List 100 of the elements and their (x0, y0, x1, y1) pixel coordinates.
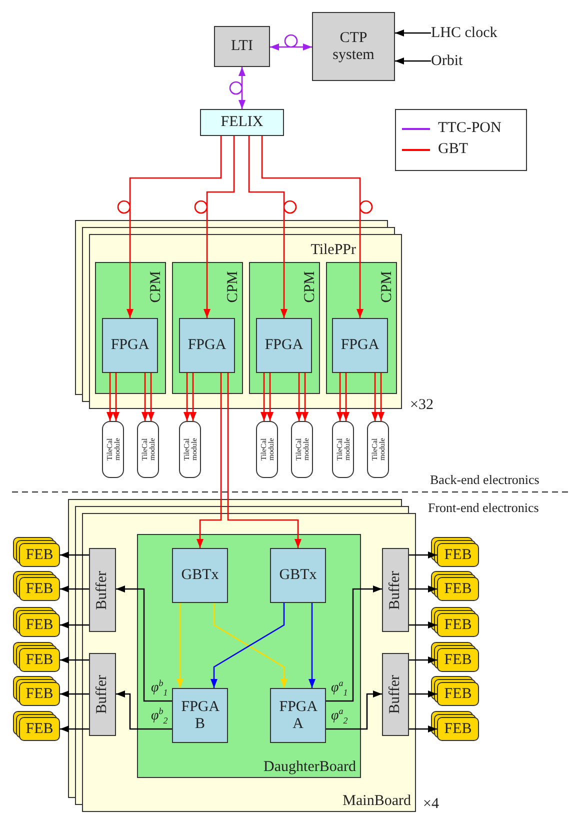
arrow (176, 603, 184, 688)
box-label: Buffer (94, 675, 111, 714)
arrow (60, 622, 89, 628)
box-label: FEB (444, 686, 472, 702)
arrow (336, 373, 344, 421)
arrow (229, 66, 246, 110)
card-box (437, 577, 479, 601)
arrow (116, 690, 172, 730)
box-label: FEB (444, 720, 472, 738)
arrow (227, 373, 302, 548)
module-pill (256, 421, 278, 478)
chip-box (270, 688, 326, 743)
input-signal-label: Orbit (431, 52, 481, 70)
arrow (60, 690, 89, 698)
chip-box (172, 548, 228, 603)
arrow (409, 656, 437, 664)
box-label: FEB (444, 580, 472, 598)
card-box (19, 717, 60, 741)
multiplicity-label: ×4 (423, 795, 439, 813)
box-label: GBTx (279, 567, 317, 584)
section-label: Front-end electronics (428, 500, 539, 516)
input-signal-label: LHC clock (431, 24, 511, 42)
arrow (302, 373, 308, 421)
arrow (409, 552, 437, 558)
legend-label: GBT (438, 141, 468, 158)
arrow (261, 135, 373, 319)
arrow (184, 373, 190, 421)
card-box (437, 717, 479, 741)
arrow (106, 373, 114, 421)
box-label: FELIX (220, 114, 264, 131)
module-pill (179, 421, 201, 478)
buffer-box (89, 548, 116, 632)
board-title: MainBoard (342, 792, 411, 809)
box-label: FPGA (188, 337, 226, 354)
card-box (437, 543, 479, 567)
arrow (117, 135, 222, 319)
box-label: FEB (444, 616, 472, 634)
card-box (437, 613, 479, 637)
arrow (342, 373, 350, 421)
module-pill (137, 421, 159, 478)
arrow (378, 373, 384, 421)
card-box (19, 682, 60, 706)
card-box (19, 648, 60, 672)
arrow (60, 726, 89, 732)
chip-box (256, 318, 312, 373)
chip-box (172, 688, 228, 743)
module-pill (332, 421, 354, 478)
chip-box (102, 318, 158, 373)
arrow (326, 690, 382, 730)
arrow (248, 135, 297, 319)
box-label: FEB (26, 580, 54, 598)
arrow (395, 30, 431, 36)
arrow (269, 34, 313, 50)
box-label: CTP system (332, 30, 374, 63)
box-label: GBTx (181, 567, 219, 584)
box-label: Buffer (94, 570, 111, 610)
arrow (296, 373, 302, 421)
arrow (266, 373, 274, 421)
multiplicity-label: ×32 (410, 396, 434, 414)
arrow (60, 586, 89, 592)
interface-box (214, 26, 270, 67)
module-panel (249, 262, 320, 394)
card-box (19, 543, 60, 567)
card-box (437, 682, 479, 706)
card-box (437, 648, 479, 672)
box-label: Buffer (387, 675, 404, 714)
box-label: FEB (26, 686, 54, 702)
module-pill (367, 421, 389, 478)
arrow (190, 373, 196, 421)
box-label: FEB (444, 652, 472, 668)
arrow (116, 586, 172, 702)
module-pill (102, 421, 124, 478)
arrow (142, 373, 148, 421)
board-title: TilePPr (310, 242, 356, 258)
arrow (148, 373, 154, 421)
box-label: Buffer (387, 570, 404, 610)
box-label: CPM (378, 271, 395, 303)
arrow (372, 373, 378, 421)
module-panel (326, 262, 397, 394)
box-label: FPGA (110, 337, 150, 354)
module-pill (291, 421, 313, 478)
board-panel (89, 234, 402, 409)
box-label: CPM (224, 271, 241, 303)
box-label: FPGA B (181, 699, 219, 732)
card-box (19, 613, 60, 637)
box-label: FEB (26, 616, 54, 634)
arrow (409, 726, 437, 732)
board-title: DaughterBoard (264, 758, 356, 775)
board-panel (137, 534, 361, 778)
box-label: FPGA A (279, 699, 317, 732)
buffer-box (382, 548, 409, 632)
arrow (196, 373, 222, 548)
arrow (60, 552, 89, 558)
box-label: FEB (26, 546, 54, 564)
box-label: FEB (26, 720, 54, 738)
module-panel (172, 262, 243, 394)
card-box (19, 577, 60, 601)
box-label: FEB (26, 652, 54, 668)
arrow (112, 373, 120, 421)
arrow (395, 58, 431, 64)
